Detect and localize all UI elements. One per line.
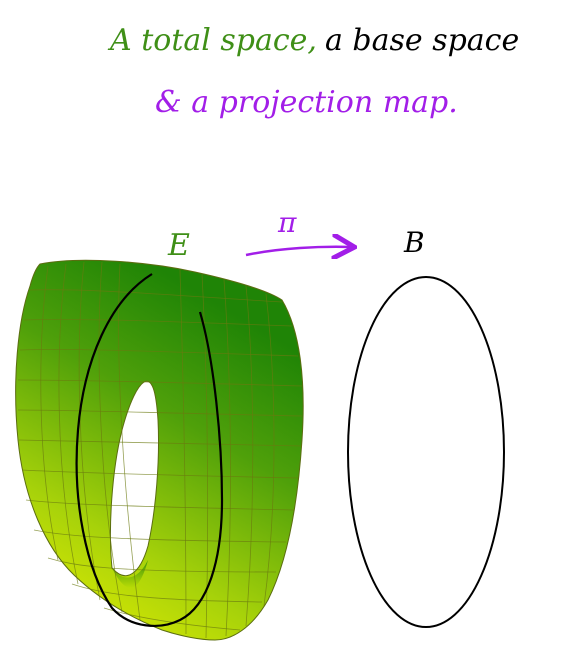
base-space-label: B bbox=[403, 226, 425, 259]
projection-arrow bbox=[245, 247, 352, 255]
mobius-band bbox=[15, 259, 304, 641]
base-space-circle bbox=[347, 276, 505, 628]
title-projection-map: & a projection map. bbox=[155, 85, 458, 120]
total-space-label: E bbox=[167, 228, 190, 263]
projection-label: π bbox=[277, 206, 297, 239]
title-base-space: a base space bbox=[325, 23, 519, 58]
fiber-curve bbox=[75, 273, 224, 627]
title-total-space: A total space, bbox=[107, 23, 317, 58]
